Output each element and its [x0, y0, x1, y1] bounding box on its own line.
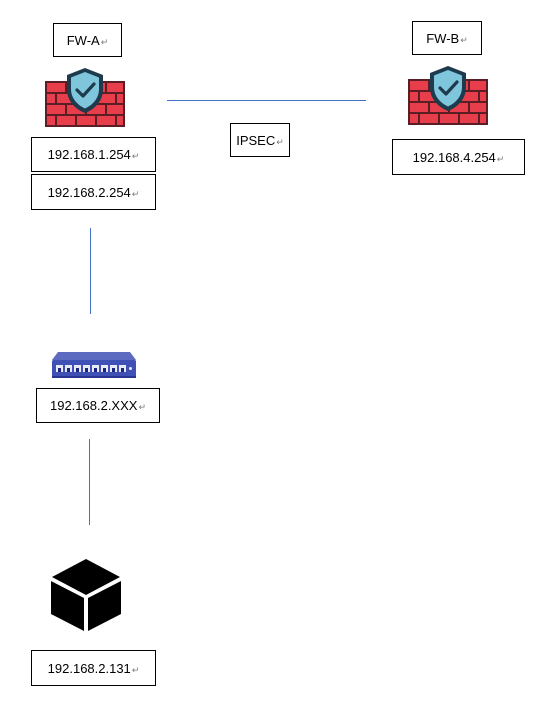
- ipsec-label-text: IPSEC: [236, 132, 276, 148]
- firewall-shield-icon: [45, 67, 125, 127]
- vpn-link-line: [167, 100, 366, 101]
- paragraph-mark: ↵: [460, 34, 468, 45]
- switch-to-host-line: [89, 439, 90, 525]
- firewall-shield-icon: [408, 65, 488, 125]
- network-switch-icon: [52, 352, 136, 378]
- fw-b-address-1: 192.168.4.254↵: [392, 139, 525, 175]
- cube-box-icon: [51, 559, 121, 631]
- switch-address-text: 192.168.2.XXX: [49, 398, 138, 413]
- fw-a-address-2: 192.168.2.254↵: [31, 174, 156, 210]
- paragraph-mark: ↵: [138, 402, 146, 412]
- fw-a-address-1-text: 192.168.1.254: [47, 147, 131, 162]
- fw-a-to-switch-line: [90, 228, 91, 314]
- paragraph-mark: ↵: [131, 151, 140, 161]
- fw-a-label: FW-A↵: [53, 23, 122, 57]
- fw-b-address-1-text: 192.168.4.254: [412, 149, 496, 165]
- fw-b-label-text: FW-B: [426, 30, 460, 46]
- paragraph-mark: ↵: [131, 664, 140, 675]
- fw-a-address-2-text: 192.168.2.254: [47, 184, 131, 200]
- paragraph-mark: ↵: [496, 153, 505, 164]
- paragraph-mark: ↵: [276, 136, 284, 147]
- host-address-text: 192.168.2.131: [47, 660, 131, 676]
- ipsec-label: IPSEC↵: [230, 123, 290, 157]
- host-address: 192.168.2.131↵: [31, 650, 156, 686]
- switch-address: 192.168.2.XXX↵: [36, 388, 160, 423]
- fw-a-address-1: 192.168.1.254↵: [31, 137, 156, 172]
- fw-a-label-text: FW-A: [66, 32, 100, 48]
- paragraph-mark: ↵: [131, 188, 140, 199]
- paragraph-mark: ↵: [100, 36, 109, 47]
- fw-b-label: FW-B↵: [412, 21, 482, 55]
